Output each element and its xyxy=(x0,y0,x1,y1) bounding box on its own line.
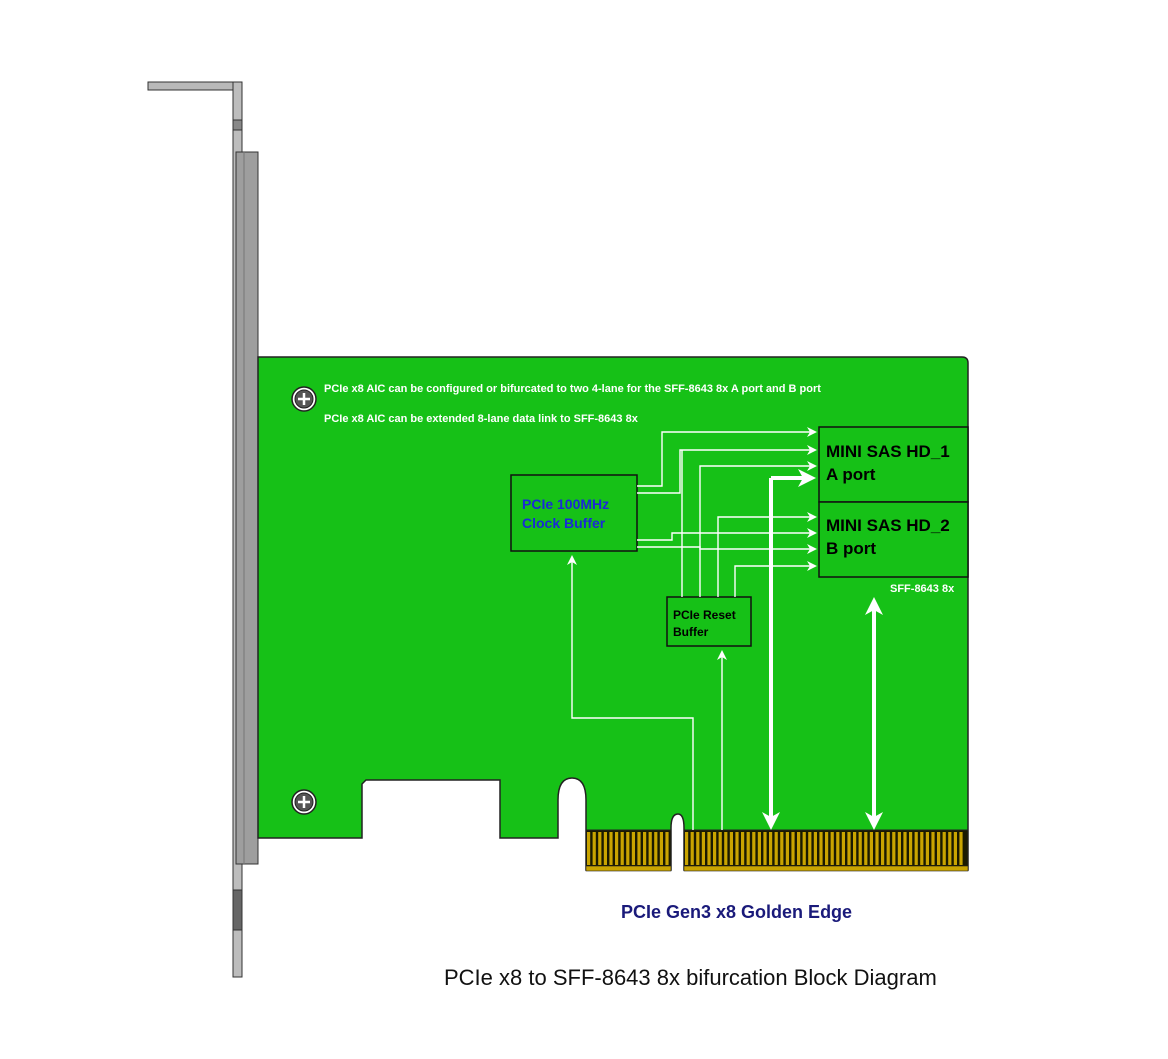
reset-buffer-label-2: Buffer xyxy=(673,625,709,639)
gold-finger-contact xyxy=(942,832,946,865)
gold-finger-contact xyxy=(659,832,663,865)
port1-label-2: A port xyxy=(826,465,876,484)
gold-finger-contact xyxy=(853,832,857,865)
gold-finger-contact xyxy=(864,832,868,865)
reset-buffer-block: PCIe Reset Buffer xyxy=(666,596,752,647)
screw-bottom xyxy=(291,789,317,815)
gold-finger-contact xyxy=(665,832,669,865)
gold-finger-contact xyxy=(892,832,896,865)
pci-bracket xyxy=(147,81,259,978)
gold-finger-contact xyxy=(897,832,901,865)
gold-finger-contact xyxy=(858,832,862,865)
note-bifurcation: PCIe x8 AIC can be configured or bifurca… xyxy=(324,383,821,395)
gold-finger-contact xyxy=(587,832,591,865)
pcb-board xyxy=(257,356,969,871)
gold-finger-contact xyxy=(609,832,613,865)
gold-finger-contact xyxy=(841,832,845,865)
reset-signal-lines xyxy=(681,450,817,597)
gold-finger-contact xyxy=(825,832,829,865)
gold-finger-contact xyxy=(620,832,624,865)
gold-finger-contact xyxy=(707,832,711,865)
gold-finger-contact xyxy=(631,832,635,865)
gold-finger-contact xyxy=(735,832,739,865)
gold-finger-contact xyxy=(763,832,767,865)
gold-finger-contact xyxy=(914,832,918,865)
clock-feed-line xyxy=(567,555,694,830)
mini-sas-hd-1-block: MINI SAS HD_1 A port xyxy=(818,426,969,503)
gold-fingers-long-side xyxy=(685,832,963,865)
clock-buffer-block: PCIe 100MHz Clock Buffer xyxy=(510,474,638,552)
gold-finger-contact xyxy=(931,832,935,865)
gold-finger-contact xyxy=(746,832,750,865)
gold-finger-contact xyxy=(769,832,773,865)
mini-sas-hd-2-block: MINI SAS HD_2 B port xyxy=(818,501,969,578)
data-bus-a xyxy=(762,469,816,830)
gold-finger-contact xyxy=(713,832,717,865)
screw-top xyxy=(291,386,317,412)
gold-finger-contact xyxy=(701,832,705,865)
gold-finger-contact xyxy=(654,832,658,865)
gold-finger-contact xyxy=(626,832,630,865)
gold-finger-contact xyxy=(637,832,641,865)
gold-finger-contact xyxy=(937,832,941,865)
gold-finger-contact xyxy=(948,832,952,865)
gold-finger-contact xyxy=(741,832,745,865)
gold-finger-contact xyxy=(757,832,761,865)
gold-finger-contact xyxy=(648,832,652,865)
gold-finger-contact xyxy=(696,832,700,865)
note-extended-link: PCIe x8 AIC can be extended 8-lane data … xyxy=(324,413,639,425)
gold-finger-contact xyxy=(875,832,879,865)
gold-finger-contact xyxy=(886,832,890,865)
port2-label-2: B port xyxy=(826,539,876,558)
gold-fingers xyxy=(585,829,969,872)
diagram-title: PCIe x8 to SFF-8643 8x bifurcation Block… xyxy=(444,965,937,990)
gold-finger-contact xyxy=(690,832,694,865)
gold-finger-contact xyxy=(802,832,806,865)
gold-finger-contact xyxy=(925,832,929,865)
gold-finger-contact xyxy=(909,832,913,865)
clock-buffer-label-2: Clock Buffer xyxy=(522,515,606,531)
gold-finger-contact xyxy=(780,832,784,865)
gold-finger-contact xyxy=(598,832,602,865)
gold-fingers-short-side xyxy=(587,832,669,865)
port1-label-1: MINI SAS HD_1 xyxy=(826,442,950,461)
gold-finger-contact xyxy=(903,832,907,865)
gold-finger-contact xyxy=(592,832,596,865)
gold-finger-contact xyxy=(797,832,801,865)
gold-finger-contact xyxy=(685,832,689,865)
gold-finger-contact xyxy=(718,832,722,865)
gold-finger-contact xyxy=(752,832,756,865)
port2-label-1: MINI SAS HD_2 xyxy=(826,516,950,535)
gold-finger-contact xyxy=(959,832,963,865)
gold-finger-contact xyxy=(920,832,924,865)
gold-finger-contact xyxy=(819,832,823,865)
gold-finger-contact xyxy=(836,832,840,865)
gold-finger-contact xyxy=(615,832,619,865)
gold-finger-contact xyxy=(603,832,607,865)
gold-finger-contact xyxy=(724,832,728,865)
gold-finger-contact xyxy=(808,832,812,865)
gold-finger-contact xyxy=(774,832,778,865)
sff-8643-label: SFF-8643 8x xyxy=(890,583,955,595)
clock-buffer-label-1: PCIe 100MHz xyxy=(522,496,609,512)
gold-finger-contact xyxy=(813,832,817,865)
gold-finger-contact xyxy=(643,832,647,865)
gold-finger-contact xyxy=(847,832,851,865)
golden-edge-caption: PCIe Gen3 x8 Golden Edge xyxy=(621,902,852,922)
gold-finger-contact xyxy=(869,832,873,865)
reset-buffer-label-1: PCIe Reset xyxy=(673,608,736,622)
gold-finger-contact xyxy=(791,832,795,865)
gold-finger-contact xyxy=(729,832,733,865)
gold-finger-contact xyxy=(785,832,789,865)
gold-finger-contact xyxy=(881,832,885,865)
gold-finger-contact xyxy=(953,832,957,865)
gold-finger-contact xyxy=(830,832,834,865)
